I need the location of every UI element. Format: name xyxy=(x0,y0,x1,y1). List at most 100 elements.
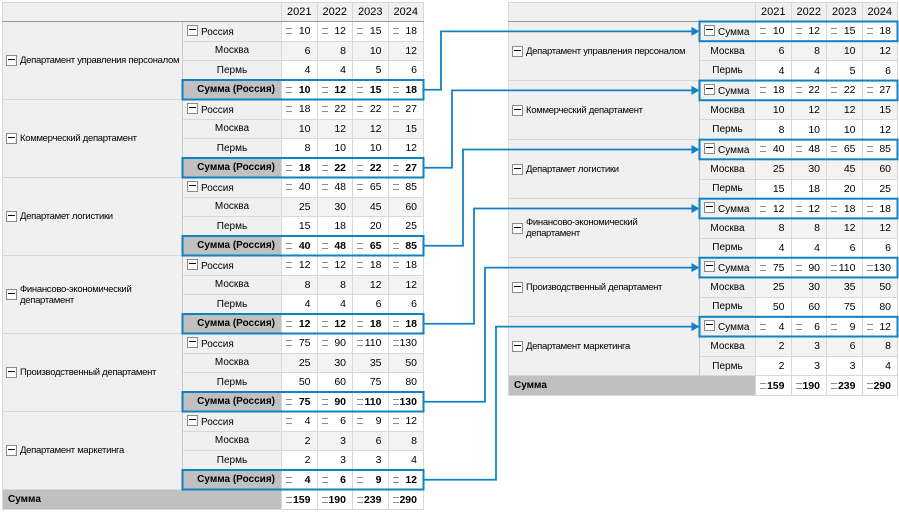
value-cell: 4 xyxy=(281,294,318,315)
value-text: 4 xyxy=(814,241,820,254)
value-cell: 6 xyxy=(352,294,389,315)
collapse-icon[interactable] xyxy=(187,258,198,270)
department-label: Департамент управления персоналом xyxy=(20,55,180,66)
collapse-icon[interactable] xyxy=(6,289,17,300)
value-text: 4 xyxy=(411,454,417,467)
row-label: Москва xyxy=(710,163,745,175)
value-cell: 4 xyxy=(316,60,353,81)
equals-icon xyxy=(795,87,802,94)
value-cell: 2 xyxy=(755,336,792,357)
value-cell: 35 xyxy=(826,276,863,298)
collapse-icon[interactable] xyxy=(6,367,17,378)
value-text: 22 xyxy=(808,84,820,97)
collapse-icon[interactable] xyxy=(512,45,523,57)
collapse-icon[interactable] xyxy=(6,211,17,222)
value-text: 18 xyxy=(405,25,417,38)
value-cell: 18 xyxy=(281,99,318,120)
value-cell: 4 xyxy=(790,237,827,259)
region-label-cell: Пермь xyxy=(699,296,756,318)
value-cell: 40 xyxy=(755,139,792,160)
equals-icon xyxy=(392,242,399,249)
value-cell: 8 xyxy=(316,40,353,61)
row-label: Пермь xyxy=(712,301,743,313)
collapse-icon[interactable] xyxy=(704,320,715,332)
collapse-icon[interactable] xyxy=(704,261,715,273)
region-label-cell: Москва xyxy=(182,352,282,373)
collapse-icon[interactable] xyxy=(6,55,17,66)
collapse-icon[interactable] xyxy=(704,142,715,154)
collapse-icon[interactable] xyxy=(512,104,523,116)
value-cell: 130 xyxy=(861,257,898,278)
value-text: 15 xyxy=(369,25,382,38)
value-cell: 18 xyxy=(387,255,424,276)
department-cell: Департамент маркетинга xyxy=(508,316,700,377)
collapse-icon[interactable] xyxy=(512,163,523,175)
collapse-icon[interactable] xyxy=(187,414,198,426)
value-text: 6 xyxy=(778,45,785,58)
equals-icon xyxy=(357,242,363,249)
header-corner-cell xyxy=(508,2,756,22)
region-label-cell: Москва xyxy=(182,196,282,217)
region-label-cell: Пермь xyxy=(699,237,756,259)
equals-icon xyxy=(831,87,837,94)
collapse-icon[interactable] xyxy=(187,102,198,114)
value-cell: 10 xyxy=(281,21,318,42)
value-text: 18 xyxy=(369,317,382,330)
collapse-icon[interactable] xyxy=(704,83,715,95)
equals-icon xyxy=(831,382,837,389)
value-cell: 60 xyxy=(387,196,424,217)
collapse-icon[interactable] xyxy=(512,281,523,293)
value-cell: 18 xyxy=(281,157,318,178)
region-label-cell: Россия xyxy=(182,99,282,120)
collapse-icon[interactable] xyxy=(512,340,523,352)
collapse-icon[interactable] xyxy=(6,133,17,144)
value-cell: 4 xyxy=(281,469,318,490)
collapse-icon[interactable] xyxy=(6,445,17,456)
value-text: 239 xyxy=(837,379,856,392)
value-text: 15 xyxy=(369,83,382,96)
collapse-icon[interactable] xyxy=(704,24,715,36)
year-header: 2022 xyxy=(790,2,827,22)
equals-icon xyxy=(795,323,802,330)
equals-icon xyxy=(760,28,766,35)
row-label: Россия xyxy=(201,338,234,350)
value-text: 12 xyxy=(843,104,856,117)
value-text: 18 xyxy=(879,25,891,38)
value-cell: 8 xyxy=(755,217,792,239)
value-text: 9 xyxy=(375,415,382,428)
value-cell: 12 xyxy=(387,469,424,490)
collapse-icon[interactable] xyxy=(187,336,198,348)
collapse-icon[interactable] xyxy=(187,24,198,36)
value-text: 3 xyxy=(375,454,382,467)
value-cell: 48 xyxy=(316,235,353,256)
value-text: 8 xyxy=(304,142,311,155)
value-text: 30 xyxy=(334,356,346,369)
value-cell: 10 xyxy=(790,119,827,141)
value-cell: 15 xyxy=(826,21,863,42)
value-cell: 18 xyxy=(316,216,353,237)
value-cell: 10 xyxy=(281,79,318,100)
value-cell: 8 xyxy=(790,40,827,62)
value-cell: 12 xyxy=(861,316,898,337)
collapse-icon[interactable] xyxy=(187,180,198,192)
collapse-icon[interactable] xyxy=(704,202,715,214)
department-label-wrap: Департамент маркетинга xyxy=(4,445,182,456)
row-label: Пермь xyxy=(712,183,743,195)
row-label: Сумма (Россия) xyxy=(197,240,275,252)
value-text: 6 xyxy=(885,64,891,77)
value-text: 50 xyxy=(405,356,417,369)
value-cell: 22 xyxy=(790,80,827,101)
value-text: 75 xyxy=(772,261,785,274)
sum-row-label-cell: Сумма (Россия) xyxy=(182,157,282,178)
sum-row-label-cell: Сумма xyxy=(699,80,756,101)
collapse-icon[interactable] xyxy=(512,222,523,234)
equals-icon xyxy=(392,398,399,405)
value-cell: 3 xyxy=(352,450,389,471)
